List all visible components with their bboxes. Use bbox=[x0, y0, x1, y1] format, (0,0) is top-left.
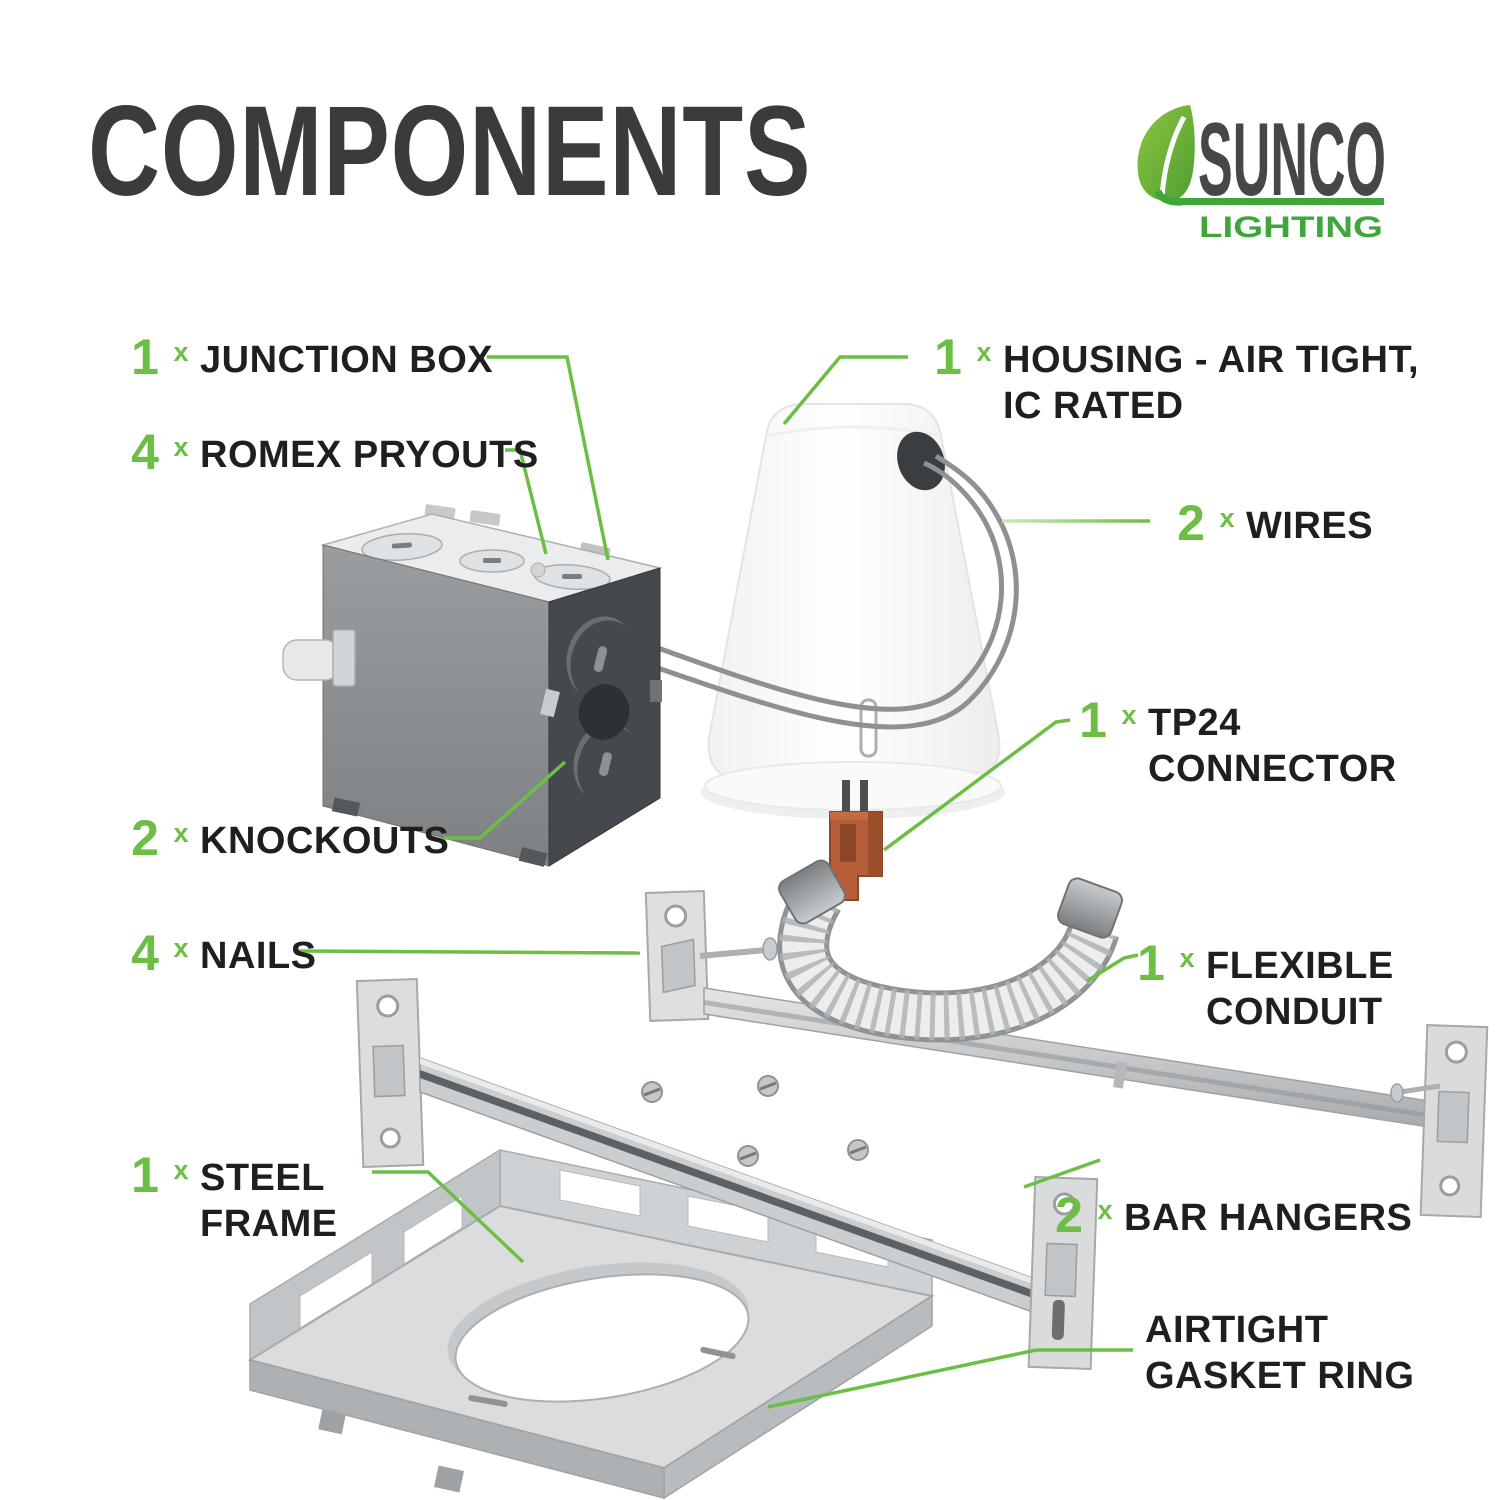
label-line: HOUSING - AIR TIGHT, bbox=[1003, 339, 1420, 381]
logo-subtitle-text: LIGHTING bbox=[1199, 211, 1383, 244]
housing-wire-hole bbox=[897, 431, 945, 491]
label-line: FRAME bbox=[200, 1203, 338, 1245]
label-bar-hangers: 2 x BAR HANGERS bbox=[1046, 1190, 1412, 1241]
label-line: KNOCKOUTS bbox=[200, 820, 450, 862]
housing-illustration bbox=[701, 403, 1005, 819]
label-junction-box: 1 x JUNCTION BOX bbox=[122, 332, 493, 383]
times-symbol: x bbox=[173, 1155, 189, 1185]
wires-illustration bbox=[657, 453, 1019, 730]
tp24-connector-illustration bbox=[829, 780, 883, 901]
label-line: CONDUIT bbox=[1206, 991, 1383, 1033]
logo-underline bbox=[1178, 198, 1384, 205]
times-symbol: x bbox=[976, 337, 992, 367]
steel-frame-leader-line bbox=[372, 1170, 525, 1264]
label-steel-frame: 1 x STEEL FRAME bbox=[122, 1150, 338, 1247]
qty-value: 1 bbox=[131, 1147, 159, 1203]
label-airtight-gasket-ring: AIRTIGHT GASKET RING bbox=[1145, 1302, 1414, 1399]
qty-value: 2 bbox=[131, 810, 159, 866]
airtight-gasket-ring-leader-line bbox=[767, 1348, 1133, 1409]
label-housing: 1 x HOUSING - AIR TIGHT, IC RATED bbox=[925, 332, 1419, 429]
times-symbol: x bbox=[173, 818, 189, 848]
qty-value: 1 bbox=[1079, 692, 1107, 748]
nail-illustration bbox=[1390, 1083, 1441, 1103]
times-symbol: x bbox=[173, 432, 189, 462]
times-symbol: x bbox=[1219, 503, 1235, 533]
label-line: FLEXIBLE bbox=[1206, 945, 1394, 987]
qty-value: 2 bbox=[1177, 495, 1205, 551]
label-line: NAILS bbox=[200, 935, 317, 977]
times-symbol: x bbox=[173, 337, 189, 367]
times-symbol: x bbox=[1121, 700, 1137, 730]
label-nails: 4 x NAILS bbox=[122, 928, 317, 979]
tp24-connector-leader-line bbox=[882, 718, 1071, 852]
label-line: AIRTIGHT bbox=[1145, 1309, 1329, 1351]
qty-value: 1 bbox=[1137, 935, 1165, 991]
screws-illustration bbox=[641, 1075, 869, 1167]
times-symbol: x bbox=[1179, 943, 1195, 973]
label-line: IC RATED bbox=[1003, 385, 1184, 427]
label-line: CONNECTOR bbox=[1148, 748, 1397, 790]
bar-hangers-leader-line bbox=[1023, 1158, 1101, 1189]
knockouts-leader-line bbox=[444, 760, 567, 840]
times-symbol: x bbox=[173, 933, 189, 963]
leader-lines bbox=[297, 355, 1150, 1409]
flexible-conduit-leader-line bbox=[1086, 953, 1139, 983]
page-title: COMPONENTS bbox=[88, 80, 812, 223]
flexible-conduit-illustration bbox=[777, 859, 1123, 1043]
label-line: ROMEX PRYOUTS bbox=[200, 434, 539, 476]
qty-value: 1 bbox=[934, 329, 962, 385]
label-line: GASKET RING bbox=[1145, 1355, 1415, 1397]
label-line: STEEL bbox=[200, 1157, 325, 1199]
label-line: TP24 bbox=[1148, 702, 1241, 744]
label-line: WIRES bbox=[1246, 505, 1374, 547]
junction-box-illustration bbox=[282, 504, 663, 867]
steel-frame-illustration bbox=[247, 1148, 935, 1500]
knockouts-illustration bbox=[566, 616, 643, 806]
logo-brand-text: SUNCO bbox=[1198, 102, 1386, 218]
label-line: BAR HANGERS bbox=[1124, 1197, 1413, 1239]
label-flexible-conduit: 1 x FLEXIBLE CONDUIT bbox=[1128, 938, 1394, 1035]
housing-leader-line bbox=[782, 355, 908, 426]
label-line: JUNCTION BOX bbox=[200, 339, 494, 381]
qty-value: 4 bbox=[131, 925, 159, 981]
qty-value: 4 bbox=[131, 424, 159, 480]
label-wires: 2 x WIRES bbox=[1168, 498, 1373, 549]
label-tp24-connector: 1 x TP24 CONNECTOR bbox=[1070, 695, 1397, 792]
romex-pryouts-illustration bbox=[361, 532, 611, 591]
label-knockouts: 2 x KNOCKOUTS bbox=[122, 813, 449, 864]
qty-value: 2 bbox=[1055, 1187, 1083, 1243]
junction-box-leader-line bbox=[487, 355, 610, 561]
qty-value: 1 bbox=[131, 329, 159, 385]
nails-leader-line bbox=[297, 949, 641, 955]
romex-pryouts-leader-line bbox=[505, 448, 548, 555]
leaf-icon bbox=[1137, 105, 1195, 206]
label-romex-pryouts: 4 x ROMEX PRYOUTS bbox=[122, 427, 539, 478]
times-symbol: x bbox=[1097, 1195, 1113, 1225]
nail-illustration bbox=[699, 937, 778, 961]
sunco-lighting-logo: SUNCO LIGHTING bbox=[1137, 102, 1386, 244]
